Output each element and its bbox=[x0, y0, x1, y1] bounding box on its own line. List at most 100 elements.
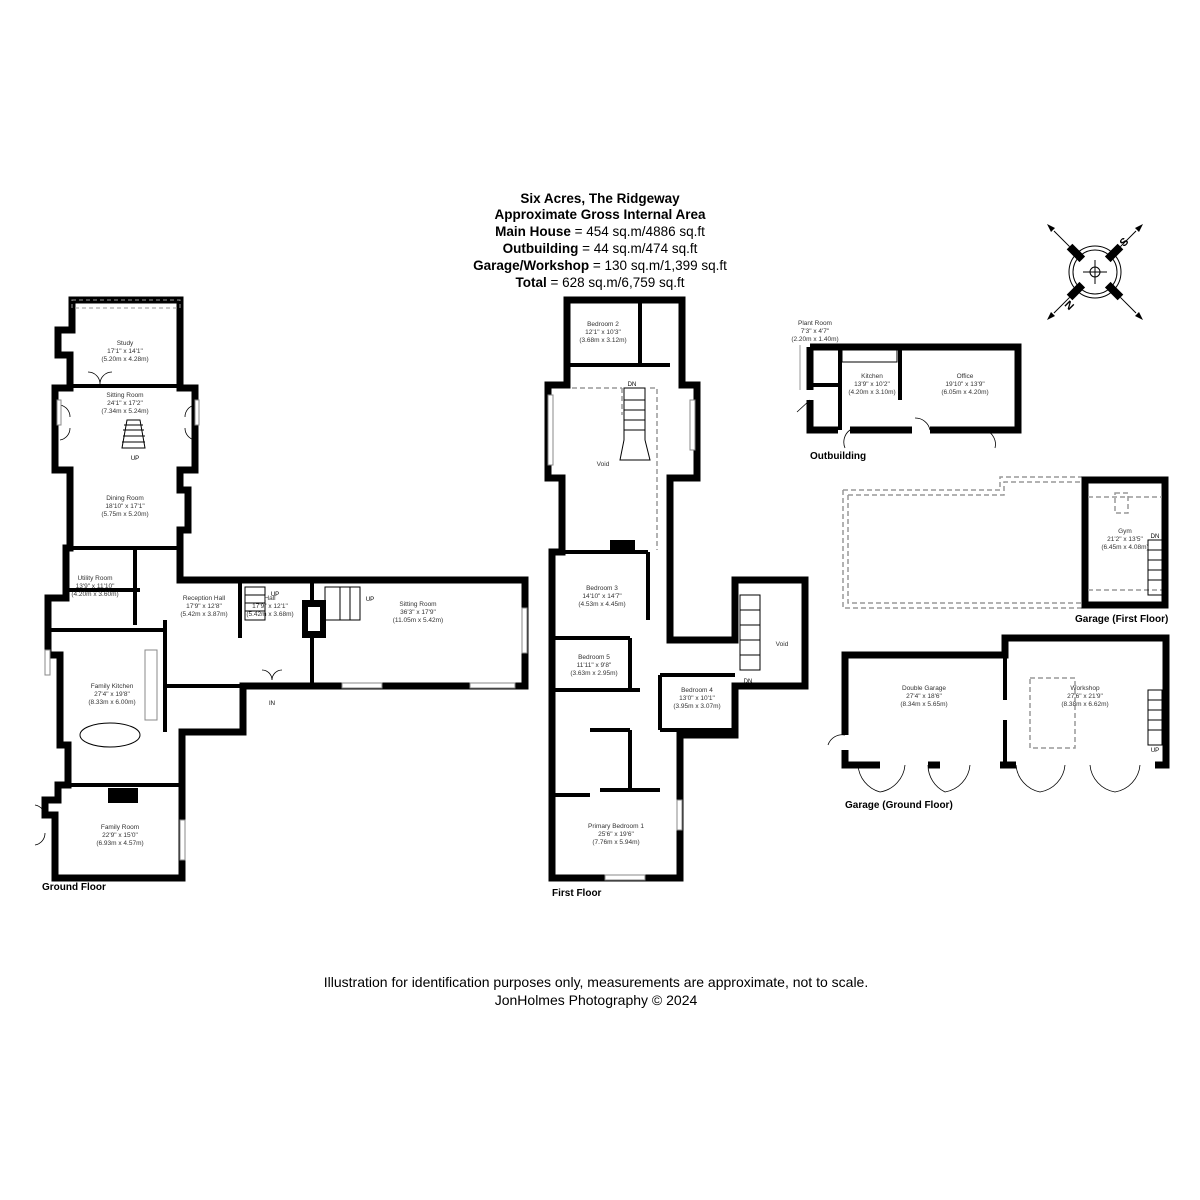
room-metric: (7.76m x 5.94m) bbox=[592, 839, 639, 846]
room-metric: (2.20m x 1.40m) bbox=[791, 336, 838, 343]
room-name: Reception Hall bbox=[183, 595, 226, 602]
area-garage: Garage/Workshop = 130 sq.m/1,399 sq.ft bbox=[473, 258, 727, 273]
room-name: Family Kitchen bbox=[91, 683, 134, 690]
first-floor-plan: DN DN Void Void First Floor bbox=[544, 296, 809, 899]
stair-down-label: DN bbox=[744, 679, 753, 685]
floor-label-garage-ground: Garage (Ground Floor) bbox=[845, 800, 953, 811]
room-imperial: 36'3" x 17'9" bbox=[400, 609, 436, 616]
room-imperial: 12'1" x 10'3" bbox=[585, 329, 621, 336]
stair-up-label: UP bbox=[271, 592, 279, 598]
room-metric: (6.05m x 4.20m) bbox=[941, 389, 988, 396]
floor-label-garage-first: Garage (First Floor) bbox=[1075, 614, 1168, 625]
disclaimer-text: Illustration for identification purposes… bbox=[324, 974, 868, 990]
room-name: Bedroom 5 bbox=[578, 654, 610, 661]
room-name: Sitting Room bbox=[399, 601, 436, 608]
room-imperial: 14'10" x 14'7" bbox=[582, 593, 622, 600]
floor-label-ground: Ground Floor bbox=[42, 882, 106, 893]
room-name: Double Garage bbox=[902, 685, 946, 692]
plan-subtitle: Approximate Gross Internal Area bbox=[494, 207, 706, 222]
compass-north-label: N bbox=[1062, 299, 1076, 313]
room-label: Bedroom 511'11" x 9'8"(3.63m x 2.95m) bbox=[570, 654, 617, 677]
room-label: Primary Bedroom 125'6" x 19'6"(7.76m x 5… bbox=[588, 823, 644, 846]
room-label: Bedroom 212'1" x 10'3"(3.68m x 3.12m) bbox=[579, 321, 626, 344]
room-metric: (5.75m x 5.20m) bbox=[101, 511, 148, 518]
area-main-house: Main House = 454 sq.m/4886 sq.ft bbox=[495, 224, 705, 239]
entrance-label: IN bbox=[269, 701, 275, 707]
room-imperial: 17'9" x 12'8" bbox=[186, 603, 222, 610]
room-name: Primary Bedroom 1 bbox=[588, 823, 644, 830]
floor-label-outbuilding: Outbuilding bbox=[810, 451, 866, 462]
room-metric: (3.63m x 2.95m) bbox=[570, 670, 617, 677]
compass-icon: N S bbox=[1047, 224, 1143, 320]
header: Six Acres, The Ridgeway Approximate Gros… bbox=[473, 191, 727, 290]
room-metric: (3.95m x 3.07m) bbox=[673, 703, 720, 710]
room-metric: (4.20m x 3.60m) bbox=[71, 591, 118, 598]
room-metric: (4.53m x 4.45m) bbox=[578, 601, 625, 608]
room-metric: (11.05m x 5.42m) bbox=[393, 617, 443, 624]
room-metric: (6.93m x 4.57m) bbox=[96, 840, 143, 847]
room-name: Family Room bbox=[101, 824, 139, 831]
outbuilding-plan: Outbuilding bbox=[796, 343, 1022, 462]
room-metric: (5.42m x 3.87m) bbox=[180, 611, 227, 618]
void-label: Void bbox=[597, 461, 610, 468]
room-imperial: 27'4" x 18'6" bbox=[906, 693, 942, 700]
room-name: Bedroom 4 bbox=[681, 687, 713, 694]
room-label: Bedroom 314'10" x 14'7"(4.53m x 4.45m) bbox=[578, 585, 625, 608]
room-imperial: 22'9" x 15'0" bbox=[102, 832, 138, 839]
stair-down-label: DN bbox=[1151, 534, 1160, 540]
room-imperial: 18'10" x 17'1" bbox=[105, 503, 145, 510]
room-metric: (8.38m x 6.62m) bbox=[1061, 701, 1108, 708]
room-imperial: 21'2" x 13'5" bbox=[1107, 536, 1143, 543]
room-imperial: 27'4" x 19'8" bbox=[94, 691, 130, 698]
room-name: Plant Room bbox=[798, 320, 832, 327]
stair-up-label: UP bbox=[1151, 748, 1159, 754]
floor-label-first: First Floor bbox=[552, 888, 602, 899]
room-imperial: 13'9" x 11'10" bbox=[76, 583, 115, 590]
room-name: Utility Room bbox=[77, 575, 112, 582]
room-metric: (3.68m x 3.12m) bbox=[579, 337, 626, 344]
plan-title: Six Acres, The Ridgeway bbox=[520, 191, 680, 206]
room-imperial: 25'6" x 19'6" bbox=[598, 831, 634, 838]
room-imperial: 17'9" x 12'1" bbox=[252, 603, 288, 610]
room-metric: (8.34m x 5.65m) bbox=[900, 701, 947, 708]
garage-ground-floor-plan: UP Garage (Ground Floor) bbox=[827, 634, 1170, 811]
room-name: Office bbox=[957, 373, 974, 380]
credit-text: JonHolmes Photography © 2024 bbox=[495, 992, 698, 1008]
room-name: Gym bbox=[1118, 528, 1132, 535]
room-name: Study bbox=[117, 340, 134, 347]
room-name: Workshop bbox=[1070, 685, 1100, 692]
ground-floor-plan: UP UP UP IN Ground Floor bbox=[34, 296, 529, 893]
room-imperial: 19'10" x 13'9" bbox=[945, 381, 985, 388]
room-metric: (8.33m x 6.00m) bbox=[88, 699, 135, 706]
room-name: Dining Room bbox=[106, 495, 144, 502]
void-label: Void bbox=[776, 641, 789, 648]
room-name: Kitchen bbox=[861, 373, 883, 380]
room-metric: (5.20m x 4.28m) bbox=[101, 356, 148, 363]
room-imperial: 27'6" x 21'9" bbox=[1067, 693, 1103, 700]
room-imperial: 7'3" x 4'7" bbox=[801, 328, 830, 335]
room-metric: (7.34m x 5.24m) bbox=[101, 408, 148, 415]
room-imperial: 17'1" x 14'1" bbox=[107, 348, 143, 355]
room-name: Hall bbox=[264, 595, 276, 602]
garage-first-floor-plan: DN Garage (First Floor) bbox=[842, 476, 1169, 625]
room-label: Bedroom 413'0" x 10'1"(3.95m x 3.07m) bbox=[673, 687, 720, 710]
room-metric: (4.20m x 3.10m) bbox=[848, 389, 895, 396]
room-metric: (6.45m x 4.08m) bbox=[1101, 544, 1148, 551]
area-outbuilding: Outbuilding = 44 sq.m/474 sq.ft bbox=[503, 241, 698, 256]
room-imperial: 11'11" x 9'8" bbox=[577, 662, 612, 669]
